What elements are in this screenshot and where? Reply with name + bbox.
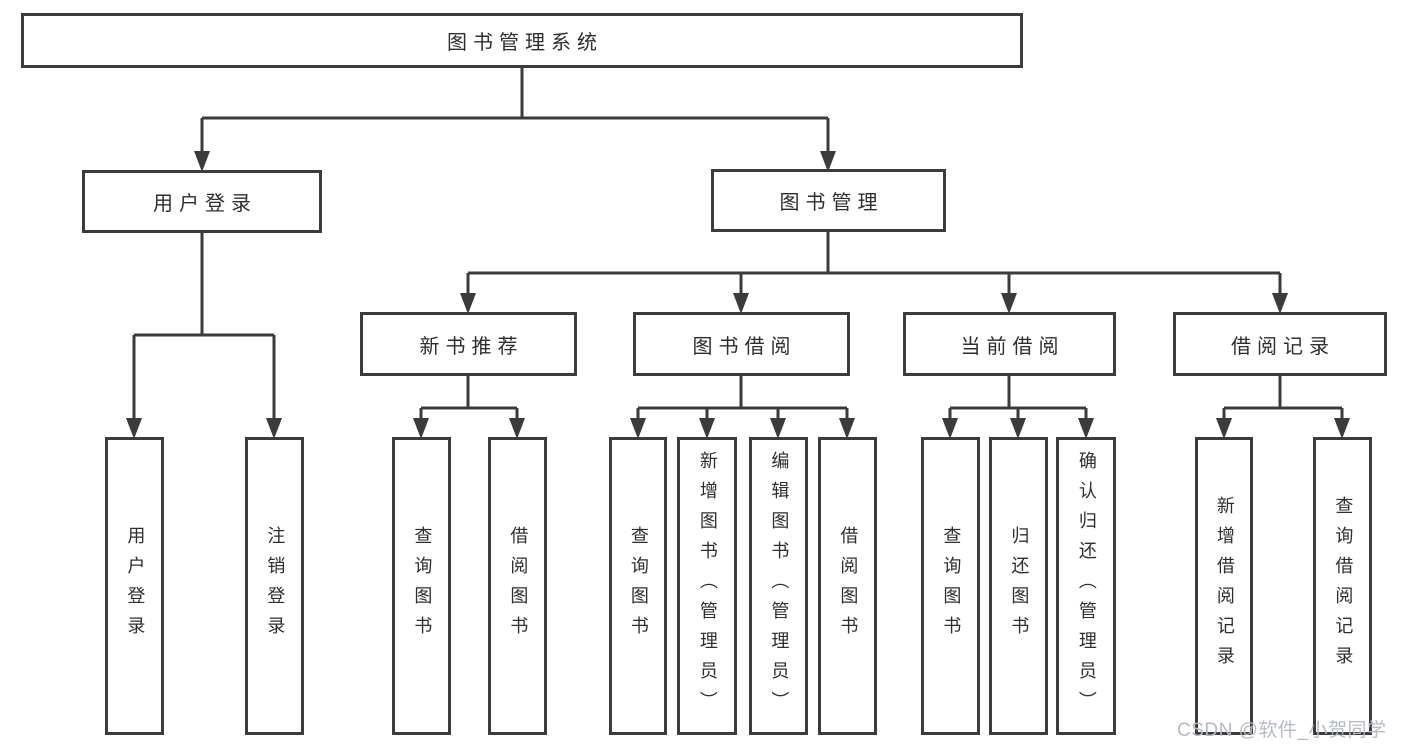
node-root: 图书管理系统 [21, 13, 1023, 68]
node-leaf-borrow-books-recommend: 借阅图书 [488, 437, 547, 735]
node-leaf-query-borrow-record: 查询借阅记录 [1313, 437, 1372, 735]
node-book-borrowing: 图书借阅 [633, 312, 850, 376]
node-leaf-add-borrow-record: 新增借阅记录 [1195, 437, 1253, 735]
node-borrowing-records-label: 借阅记录 [1231, 335, 1335, 358]
node-leaf-query-books-current: 查询图书 [921, 437, 980, 735]
node-leaf-query-books-recommend-label: 查询图书 [412, 526, 433, 646]
node-borrowing-records: 借阅记录 [1173, 312, 1387, 376]
node-leaf-return-books: 归还图书 [989, 437, 1048, 735]
node-leaf-borrow-books-label: 借阅图书 [838, 526, 859, 646]
node-leaf-query-books-current-label: 查询图书 [941, 526, 962, 646]
node-leaf-confirm-return-admin-label: 确认归还（管理员） [1076, 451, 1097, 721]
node-book-management-label: 图书管理 [779, 192, 884, 214]
node-leaf-query-borrow-record-label: 查询借阅记录 [1333, 496, 1354, 676]
node-user-login: 用户登录 [82, 170, 322, 233]
node-leaf-add-books-admin-label: 新增图书（管理员） [697, 451, 718, 721]
node-leaf-add-borrow-record-label: 新增借阅记录 [1214, 496, 1235, 676]
node-new-book-recommend: 新书推荐 [360, 312, 577, 376]
node-new-book-recommend-label: 新书推荐 [419, 335, 524, 358]
node-leaf-user-login: 用户登录 [105, 437, 164, 735]
node-book-management: 图书管理 [711, 169, 946, 232]
node-leaf-query-books-borrow: 查询图书 [609, 437, 667, 735]
node-current-borrowing: 当前借阅 [903, 312, 1116, 376]
node-leaf-logout-label: 注销登录 [265, 526, 286, 646]
node-leaf-query-books-borrow-label: 查询图书 [628, 526, 649, 646]
node-leaf-edit-books-admin-label: 编辑图书（管理员） [769, 451, 790, 721]
node-book-borrowing-label: 图书借阅 [692, 335, 797, 358]
node-user-login-label: 用户登录 [153, 193, 257, 215]
node-leaf-borrow-books: 借阅图书 [818, 437, 877, 735]
node-leaf-add-books-admin: 新增图书（管理员） [677, 437, 737, 735]
node-leaf-borrow-books-recommend-label: 借阅图书 [508, 526, 529, 646]
node-leaf-edit-books-admin: 编辑图书（管理员） [749, 437, 808, 735]
node-leaf-return-books-label: 归还图书 [1009, 526, 1030, 646]
node-leaf-logout: 注销登录 [245, 437, 304, 735]
node-leaf-confirm-return-admin: 确认归还（管理员） [1056, 437, 1116, 735]
watermark: CSDN @软件_小贺同学 [1177, 720, 1387, 741]
node-leaf-user-login-label: 用户登录 [125, 526, 146, 646]
node-current-borrowing-label: 当前借阅 [960, 335, 1065, 358]
node-leaf-query-books-recommend: 查询图书 [392, 437, 451, 735]
node-root-label: 图书管理系统 [447, 32, 603, 54]
